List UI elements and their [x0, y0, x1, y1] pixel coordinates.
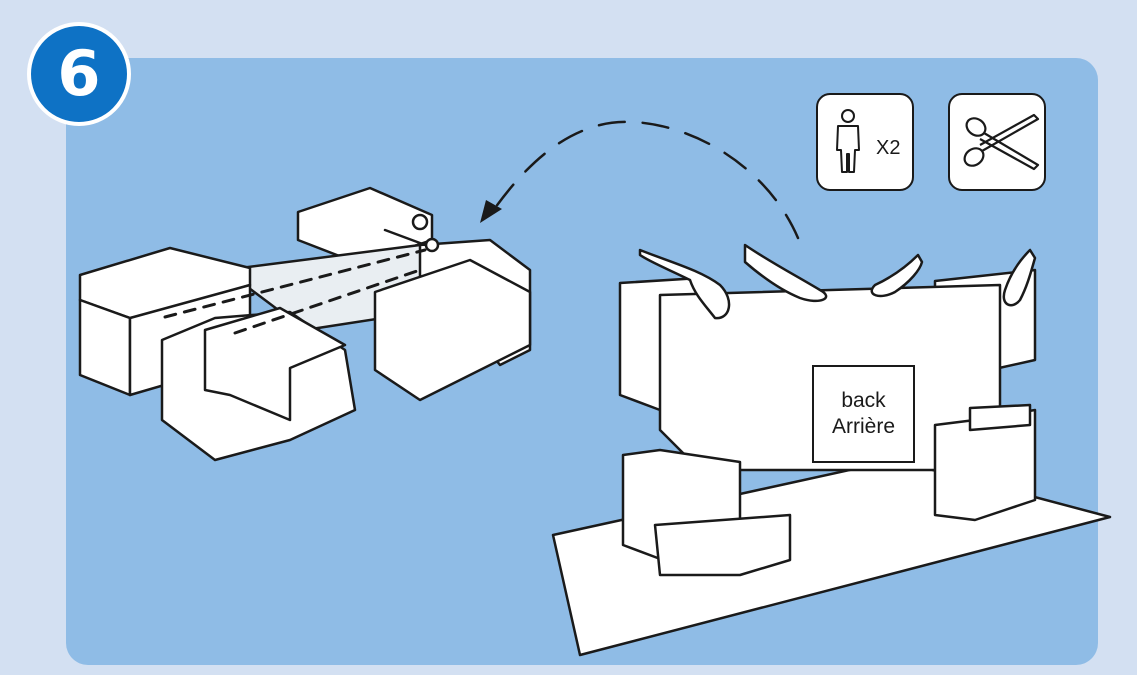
- scissors-icon: [950, 95, 1044, 189]
- back-label-en: back: [841, 388, 885, 414]
- move-arrow-path: [490, 122, 798, 238]
- back-label-fr: Arrière: [832, 414, 895, 440]
- two-person-tile: X2: [816, 93, 914, 191]
- opened-package-illustration: [80, 188, 530, 460]
- person-multiplier: X2: [876, 137, 900, 160]
- person-icon: [823, 98, 883, 188]
- back-label: back Arrière: [812, 365, 915, 463]
- scissors-tile: [948, 93, 1046, 191]
